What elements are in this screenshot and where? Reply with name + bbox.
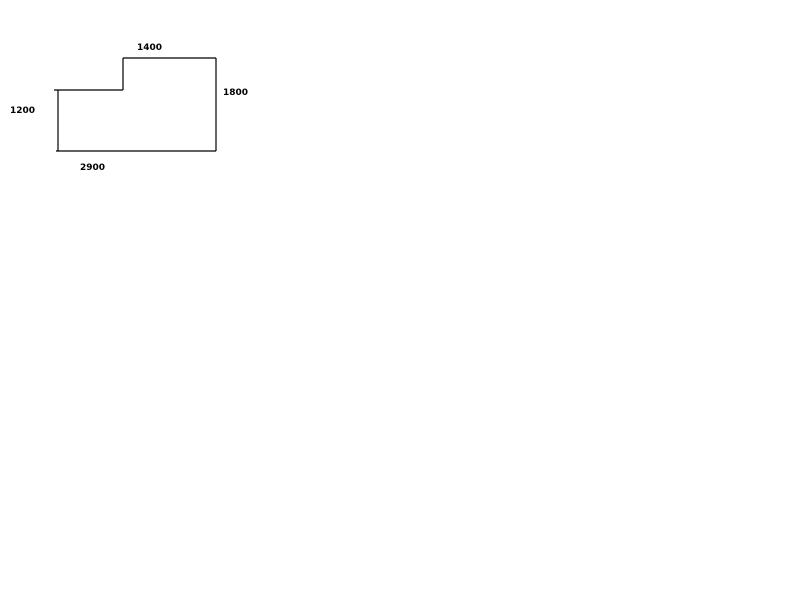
dimension-label-bottom: 2900 — [80, 163, 105, 173]
dimension-label-right: 1800 — [223, 88, 248, 98]
dimension-label-top: 1400 — [137, 43, 162, 53]
shape-outline — [54, 57, 217, 152]
dimension-label-left: 1200 — [10, 106, 35, 116]
